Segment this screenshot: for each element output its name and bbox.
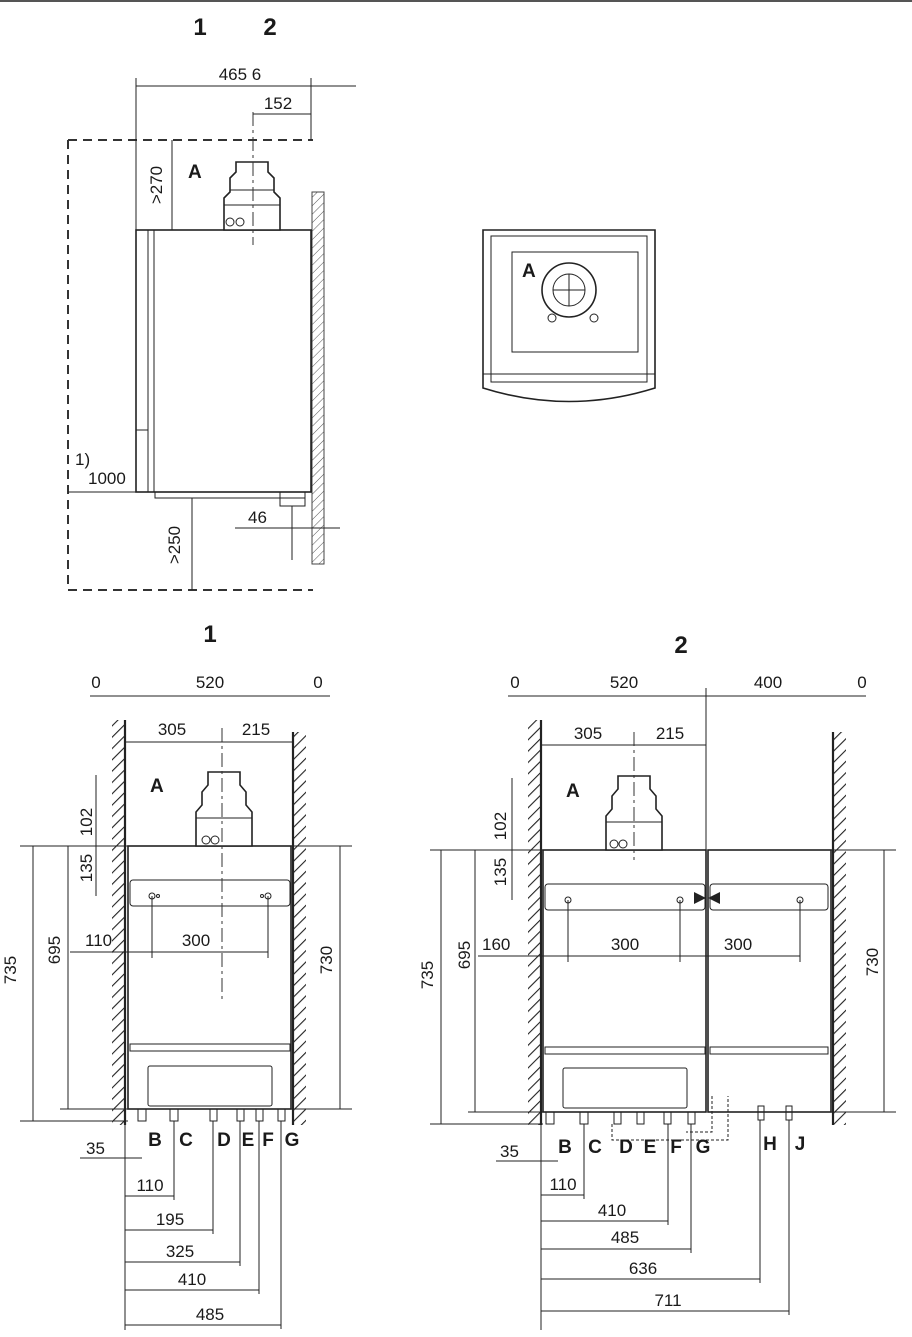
front1-conn-f: F <box>262 1130 274 1151</box>
front1-conn-b-dim: 110 <box>136 1176 163 1195</box>
view-number-1: 1 <box>193 14 206 41</box>
front2-conn-j-dim: 711 <box>654 1291 681 1310</box>
side-front-clearance-dim: 1000 <box>88 469 126 488</box>
front1-left-wall <box>112 720 124 1125</box>
front2-conn-e: E <box>644 1137 657 1158</box>
front2-conn-j: J <box>795 1134 806 1155</box>
front2-joint-arrows <box>694 892 720 904</box>
front1-height-total-dim: 735 <box>1 956 20 984</box>
front2-hole-spacing1-dim: 300 <box>611 935 639 954</box>
front1-bracket-dim: 135 <box>77 854 96 882</box>
front2-left-side-dim: 0 <box>510 673 519 692</box>
front1-right-wall <box>294 732 306 1125</box>
front1-right-side-dim: 0 <box>313 673 322 692</box>
top-view: A <box>482 229 656 403</box>
front1-conn-d: D <box>217 1130 231 1151</box>
front-view-2-number: 2 <box>674 632 687 659</box>
front2-conn-f: F <box>670 1137 682 1158</box>
side-label-a: A <box>188 162 202 183</box>
front1-conn-d-dim: 325 <box>166 1242 194 1261</box>
front2-bracket-dim: 135 <box>491 858 510 886</box>
front1-width-dim: 520 <box>196 673 224 692</box>
front1-conn-g-dim: 485 <box>196 1305 224 1324</box>
front1-height-right-dim: 730 <box>317 946 336 974</box>
side-footnote-marker: 1) <box>75 450 90 469</box>
side-wall <box>311 191 325 565</box>
view-number-2: 2 <box>263 14 276 41</box>
front2-conn-h: H <box>763 1134 777 1155</box>
side-bottom-clearance-dim: >250 <box>165 526 184 564</box>
side-width-dim: 465 6 <box>219 65 262 84</box>
front1-boiler-body <box>127 845 292 1110</box>
side-wall-gap-dim: 46 <box>248 508 267 527</box>
front1-conn-g: G <box>285 1130 300 1151</box>
front2-hole-left-dim: 160 <box>482 935 510 954</box>
front1-conn-e: E <box>242 1130 255 1151</box>
front1-flue-left-dim: 305 <box>158 720 186 739</box>
front2-conn-h-dim: 636 <box>629 1259 657 1278</box>
front2-conn-c: C <box>588 1137 602 1158</box>
front2-boiler-body <box>542 849 707 1113</box>
side-top-clearance-dim: >270 <box>147 166 166 204</box>
front2-flue-left-dim: 305 <box>574 724 602 743</box>
front-view-1-number: 1 <box>203 621 216 648</box>
front2-left-wall <box>528 720 540 1125</box>
side-boiler-body <box>135 229 312 493</box>
front2-extension-module <box>707 849 832 1113</box>
front1-flue <box>195 771 253 847</box>
front1-conn-b: B <box>148 1130 162 1151</box>
front-view-1: 0 520 0 305 215 A 102 135 735 695 730 11… <box>1 673 352 1330</box>
front2-hole-spacing2-dim: 300 <box>724 935 752 954</box>
front2-conn-b-dim: 110 <box>549 1175 576 1194</box>
front-view-2: 0 520 400 0 305 215 A 102 135 735 695 73… <box>418 673 896 1330</box>
front2-conn-offset-dim: 35 <box>500 1142 519 1161</box>
front2-right-side-dim: 0 <box>857 673 866 692</box>
front2-height-total-dim: 735 <box>418 961 437 989</box>
front2-conn-g: G <box>696 1137 711 1158</box>
clearance-zone <box>67 139 313 591</box>
front1-label-a: A <box>150 776 164 797</box>
side-view: 465 6 152 >270 A >250 1) 1000 46 <box>67 65 356 591</box>
front1-hole-spacing-dim: 300 <box>182 931 210 950</box>
side-flue-offset-dim: 152 <box>264 94 292 113</box>
front1-conn-c: C <box>179 1130 193 1151</box>
front1-left-side-dim: 0 <box>91 673 100 692</box>
front2-conn-d: D <box>619 1137 633 1158</box>
front1-conn-offset-dim: 35 <box>86 1139 105 1158</box>
top-label-a: A <box>522 261 536 282</box>
front2-conn-g-dim: 485 <box>611 1228 639 1247</box>
front1-hole-left-dim: 110 <box>85 931 112 950</box>
side-flue <box>223 161 281 231</box>
front1-flue-top-dim: 102 <box>77 808 96 836</box>
front2-label-a: A <box>566 781 580 802</box>
front1-conn-c-dim: 195 <box>156 1210 184 1229</box>
front2-width-main-dim: 520 <box>610 673 638 692</box>
front1-height-inner-dim: 695 <box>45 936 64 964</box>
front2-flue-top-dim: 102 <box>491 812 510 840</box>
front2-right-wall <box>834 732 846 1125</box>
front2-height-right-dim: 730 <box>863 948 882 976</box>
front2-width-extra-dim: 400 <box>754 673 782 692</box>
front2-height-inner-dim: 695 <box>455 941 474 969</box>
front2-conn-f-dim: 410 <box>598 1201 626 1220</box>
front2-flue-right-dim: 215 <box>656 724 684 743</box>
front1-flue-right-dim: 215 <box>242 720 270 739</box>
front2-conn-b: B <box>558 1137 572 1158</box>
front1-conn-f-dim: 410 <box>178 1270 206 1289</box>
